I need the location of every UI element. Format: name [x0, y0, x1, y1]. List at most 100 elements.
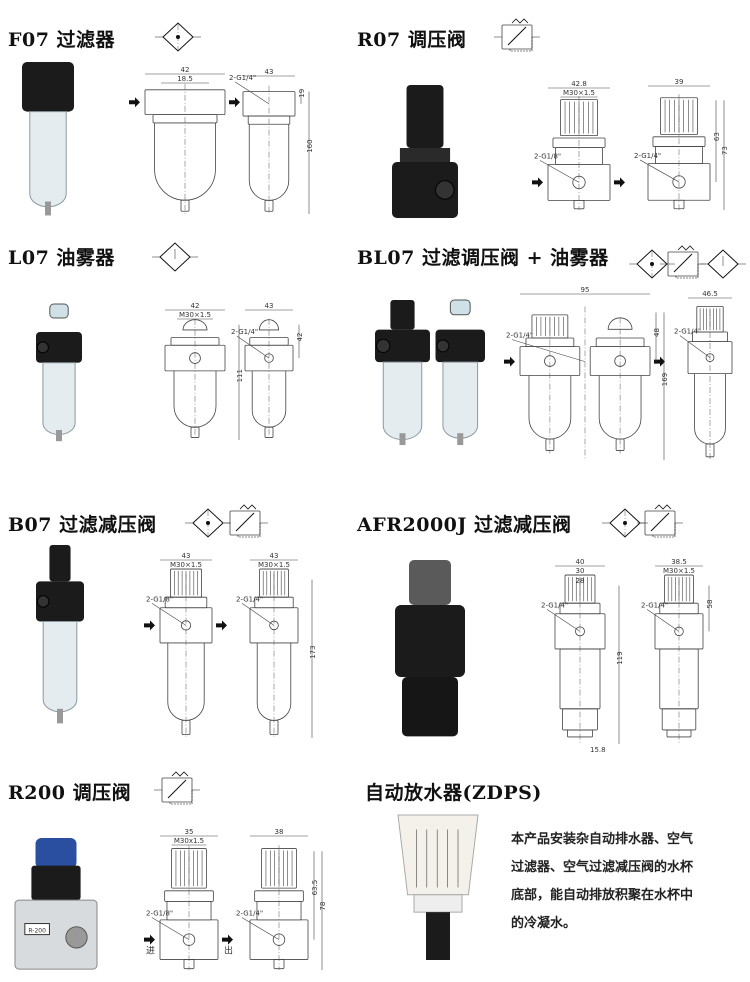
- flow-arrow-icon: [222, 934, 233, 945]
- title-zdps: 自动放水器(ZDPS): [365, 782, 542, 804]
- body: [392, 162, 458, 218]
- adjusting-knob: [35, 838, 77, 869]
- drain-valve: [399, 433, 406, 446]
- port-label: 2-G1/4": [634, 152, 661, 160]
- width-dimension: 38: [275, 828, 284, 836]
- symbol-dot: [623, 521, 627, 525]
- drain-stem: [426, 912, 450, 960]
- outlet-label: 出: [224, 945, 233, 957]
- flow-arrow-icon: [144, 620, 155, 631]
- port: [436, 339, 450, 353]
- port-label: 2-G1/4": [541, 601, 568, 609]
- symbol-dot: [176, 35, 180, 39]
- inner-dimension: 18.5: [177, 75, 193, 83]
- height-dimension: 63.5: [311, 880, 319, 896]
- adjusting-knob: [390, 300, 415, 330]
- title-b07: B07 过滤减压阀: [8, 514, 157, 536]
- width-dimension: 40: [576, 558, 585, 566]
- clear-bowl: [382, 361, 423, 440]
- bottom-dimension: 15.8: [590, 746, 606, 754]
- leader-line: [539, 160, 580, 183]
- height-dimension: 169: [661, 373, 669, 386]
- description-line: 的冷凝水。: [511, 916, 577, 931]
- description-line: 底部，能自动排放积聚在水杯中: [511, 888, 694, 903]
- body: [36, 581, 84, 622]
- width-dimension: 43: [265, 302, 274, 310]
- drain-valve: [457, 433, 464, 446]
- product-photo-regulator: [392, 85, 458, 218]
- product-photo-filter: [22, 62, 74, 216]
- title-l07: L07 油雾器: [8, 247, 115, 269]
- height-dimension: 160: [306, 139, 314, 152]
- clear-bowl: [29, 111, 67, 208]
- port: [376, 338, 391, 353]
- symbol-pilot: [652, 523, 676, 538]
- symbol-pilot: [237, 523, 261, 538]
- port-label: 2-G1/4": [231, 328, 258, 336]
- height-dimension: 42: [296, 333, 304, 342]
- pneumatic-symbol-regulator-icon: [660, 245, 706, 279]
- port-label: 2-G1/4": [641, 601, 668, 609]
- symbol-box: [229, 510, 261, 536]
- width-dimension: 38.5: [671, 558, 687, 566]
- inner-dimension: M30×1.5: [663, 567, 695, 575]
- symbol-arrow: [235, 512, 255, 532]
- port-label: 2-G1/4": [506, 332, 533, 340]
- flow-arrow-icon: [614, 177, 625, 188]
- symbol-pilot: [675, 264, 699, 279]
- width-dimension: 35: [185, 828, 194, 836]
- lock-nut: [399, 148, 451, 162]
- symbol-spring: [511, 18, 529, 24]
- sight-dome: [49, 303, 69, 319]
- width-dimension: 95: [581, 286, 590, 294]
- clear-bowl: [442, 361, 479, 439]
- symbol-pilot: [509, 37, 533, 52]
- flow-arrow-icon: [129, 97, 140, 108]
- title-afr2000j: AFR2000J 过滤减压阀: [357, 514, 572, 536]
- body: [36, 332, 82, 363]
- clear-bowl: [42, 620, 78, 713]
- port: [36, 341, 49, 354]
- sight-dome-outline: [182, 319, 208, 331]
- width-dimension: 43: [182, 552, 191, 560]
- leader-line: [236, 335, 270, 359]
- port-label: 2-G1/8": [146, 910, 173, 918]
- leader-line: [646, 609, 680, 632]
- height-dimension: 63: [713, 132, 721, 141]
- height-dimension: 73: [721, 146, 729, 155]
- adjusting-knob: [406, 85, 444, 148]
- flow-arrow-icon: [144, 934, 155, 945]
- pneumatic-symbol-regulator-icon: [494, 18, 540, 52]
- adjusting-knob: [49, 545, 71, 582]
- inlet-label: 进: [146, 946, 155, 957]
- inner-dimension: M30x1.5: [174, 837, 204, 845]
- width-dimension: 42: [191, 302, 200, 310]
- width-dimension: 43: [265, 68, 274, 76]
- product-photo-afr: [395, 560, 465, 737]
- width-dimension: 39: [675, 78, 684, 86]
- port-label: 2-G1/4": [236, 595, 263, 603]
- pneumatic-symbol-regulator-icon: [154, 771, 200, 805]
- sight-dome-outline: [258, 319, 280, 331]
- leader-line: [511, 339, 586, 362]
- technical-drawing-filter-regulator: 46.52-G1/4": [674, 290, 733, 460]
- zdps-description: 本产品安装杂自动排水器、空气 过滤器、空气过滤减压阀的水杯 底部，能自动排放积聚…: [511, 826, 741, 938]
- symbol-pilot: [169, 790, 193, 805]
- description-line: 本产品安装杂自动排水器、空气: [511, 832, 694, 847]
- symbol-box: [501, 24, 533, 50]
- pneumatic-symbol-filter-icon: [185, 508, 231, 538]
- leader-line: [151, 917, 190, 940]
- inner-dimension: 28: [576, 577, 585, 585]
- drain-outline: [180, 199, 190, 212]
- pneumatic-symbol-lubricator-icon: [152, 242, 198, 272]
